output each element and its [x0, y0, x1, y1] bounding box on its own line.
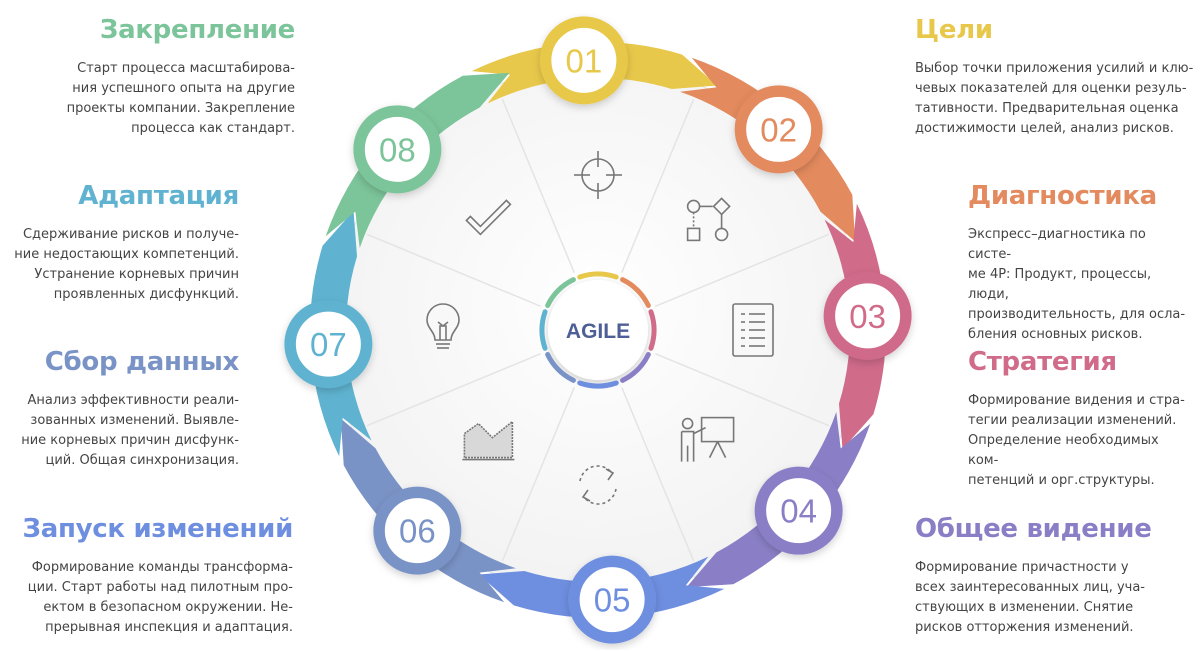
- center-ring-arc: [648, 309, 657, 351]
- checklist-icon: [732, 303, 774, 357]
- center-ring-arc: [577, 380, 619, 389]
- center-ring-arc: [545, 352, 576, 383]
- stage-06-number: 06: [399, 513, 436, 550]
- crosshair-icon: [574, 151, 622, 199]
- stage-06-description: Анализ эффективности реали- зованных изм…: [21, 392, 239, 468]
- stage-03-title: Стратегия: [968, 347, 1117, 377]
- wheel-divider: [654, 233, 830, 307]
- stage-01-text: Цели Выбор точки приложения усилий и клю…: [915, 16, 1198, 139]
- stage-08-badge: 08: [353, 105, 442, 194]
- stage-01-badge: 01: [539, 16, 628, 105]
- wheel-divider: [366, 353, 542, 427]
- wheel-divider: [621, 98, 695, 274]
- stage-04-title: Общее видение: [915, 514, 1152, 544]
- wheel-divider: [366, 233, 542, 307]
- wheel-divider: [501, 386, 575, 562]
- stage-03-description: Формирование видения и стра- тегии реали…: [968, 392, 1185, 488]
- stage-03-text: Стратегия Формирование видения и стра- т…: [968, 348, 1193, 491]
- stage-05-title: Запуск изменений: [22, 514, 294, 544]
- stage-05-badge: 05: [568, 555, 657, 644]
- stage-08-number: 08: [379, 131, 416, 168]
- wheel-divider: [501, 98, 575, 274]
- wheel-divider: [621, 386, 695, 562]
- stage-04-number: 04: [780, 493, 817, 530]
- checkmark-icon: [465, 199, 512, 236]
- wheel-divider: [654, 353, 830, 427]
- stage-05-description: Формирование команды трансформа- ции. Ст…: [27, 559, 293, 635]
- stage-07-badge: 07: [284, 300, 373, 389]
- stage-01-number: 01: [566, 42, 603, 79]
- presentation-icon: [680, 416, 735, 462]
- agile-cycle-wheel: 01 02 03 04 05 06 07 08 AGILE: [284, 16, 912, 644]
- stage-03-number: 03: [849, 298, 886, 335]
- stage-03-badge: 03: [823, 271, 912, 360]
- stage-05-text: Запуск изменений Формирование команды тр…: [8, 514, 294, 638]
- stage-05-number: 05: [594, 582, 631, 619]
- stage-06-title: Сбор данных: [44, 347, 240, 377]
- stage-02-text: Диагностика Экспресс–диагностика по сист…: [968, 182, 1193, 345]
- stage-08-arrow: [325, 72, 510, 248]
- stage-02-description: Экспресс–диагностика по систе- ме 4Р: Пр…: [968, 226, 1186, 342]
- stage-02-arrow: [680, 57, 856, 242]
- stage-08-description: Старт процесса масштабирова- ния успешно…: [66, 60, 295, 136]
- lightbulb-icon: [426, 303, 460, 349]
- stage-04-badge: 04: [754, 466, 843, 555]
- stage-04-arrow: [686, 412, 871, 588]
- center-ring-arc: [545, 277, 576, 308]
- center-ring-arc: [620, 352, 651, 383]
- agile-center: AGILE: [539, 271, 657, 389]
- stage-01-description: Выбор точки приложения усилий и клю- чев…: [915, 60, 1194, 136]
- stage-02-title: Диагностика: [968, 181, 1157, 211]
- stage-07-title: Адаптация: [78, 181, 239, 211]
- cycle-arrows-icon: [579, 465, 617, 505]
- stage-07-description: Сдерживание рисков и получе- ние недоста…: [14, 226, 239, 302]
- stage-07-number: 07: [310, 326, 347, 363]
- stage-04-description: Формирование причастности у всех заинтер…: [915, 559, 1146, 635]
- stage-02-number: 02: [760, 111, 797, 148]
- stage-06-text: Сбор данных Анализ эффективности реали- …: [0, 348, 239, 471]
- center-ring-arc: [620, 277, 651, 308]
- stage-04-text: Общее видение Формирование причастности …: [915, 515, 1185, 638]
- stage-08-title: Закрепление: [99, 15, 295, 45]
- agile-label: AGILE: [566, 320, 630, 343]
- stage-07-text: Адаптация Сдерживание рисков и получе- н…: [0, 182, 239, 305]
- stage-06-badge: 06: [373, 486, 462, 575]
- stage-06-arrow: [340, 418, 516, 603]
- stage-08-text: Закрепление Старт процесса масштабирова-…: [10, 15, 296, 139]
- flowchart-icon: [686, 197, 731, 242]
- stage-02-badge: 02: [734, 85, 823, 174]
- stage-01-title: Цели: [915, 15, 993, 45]
- center-ring-arc: [577, 271, 619, 280]
- center-ring-arc: [539, 309, 548, 351]
